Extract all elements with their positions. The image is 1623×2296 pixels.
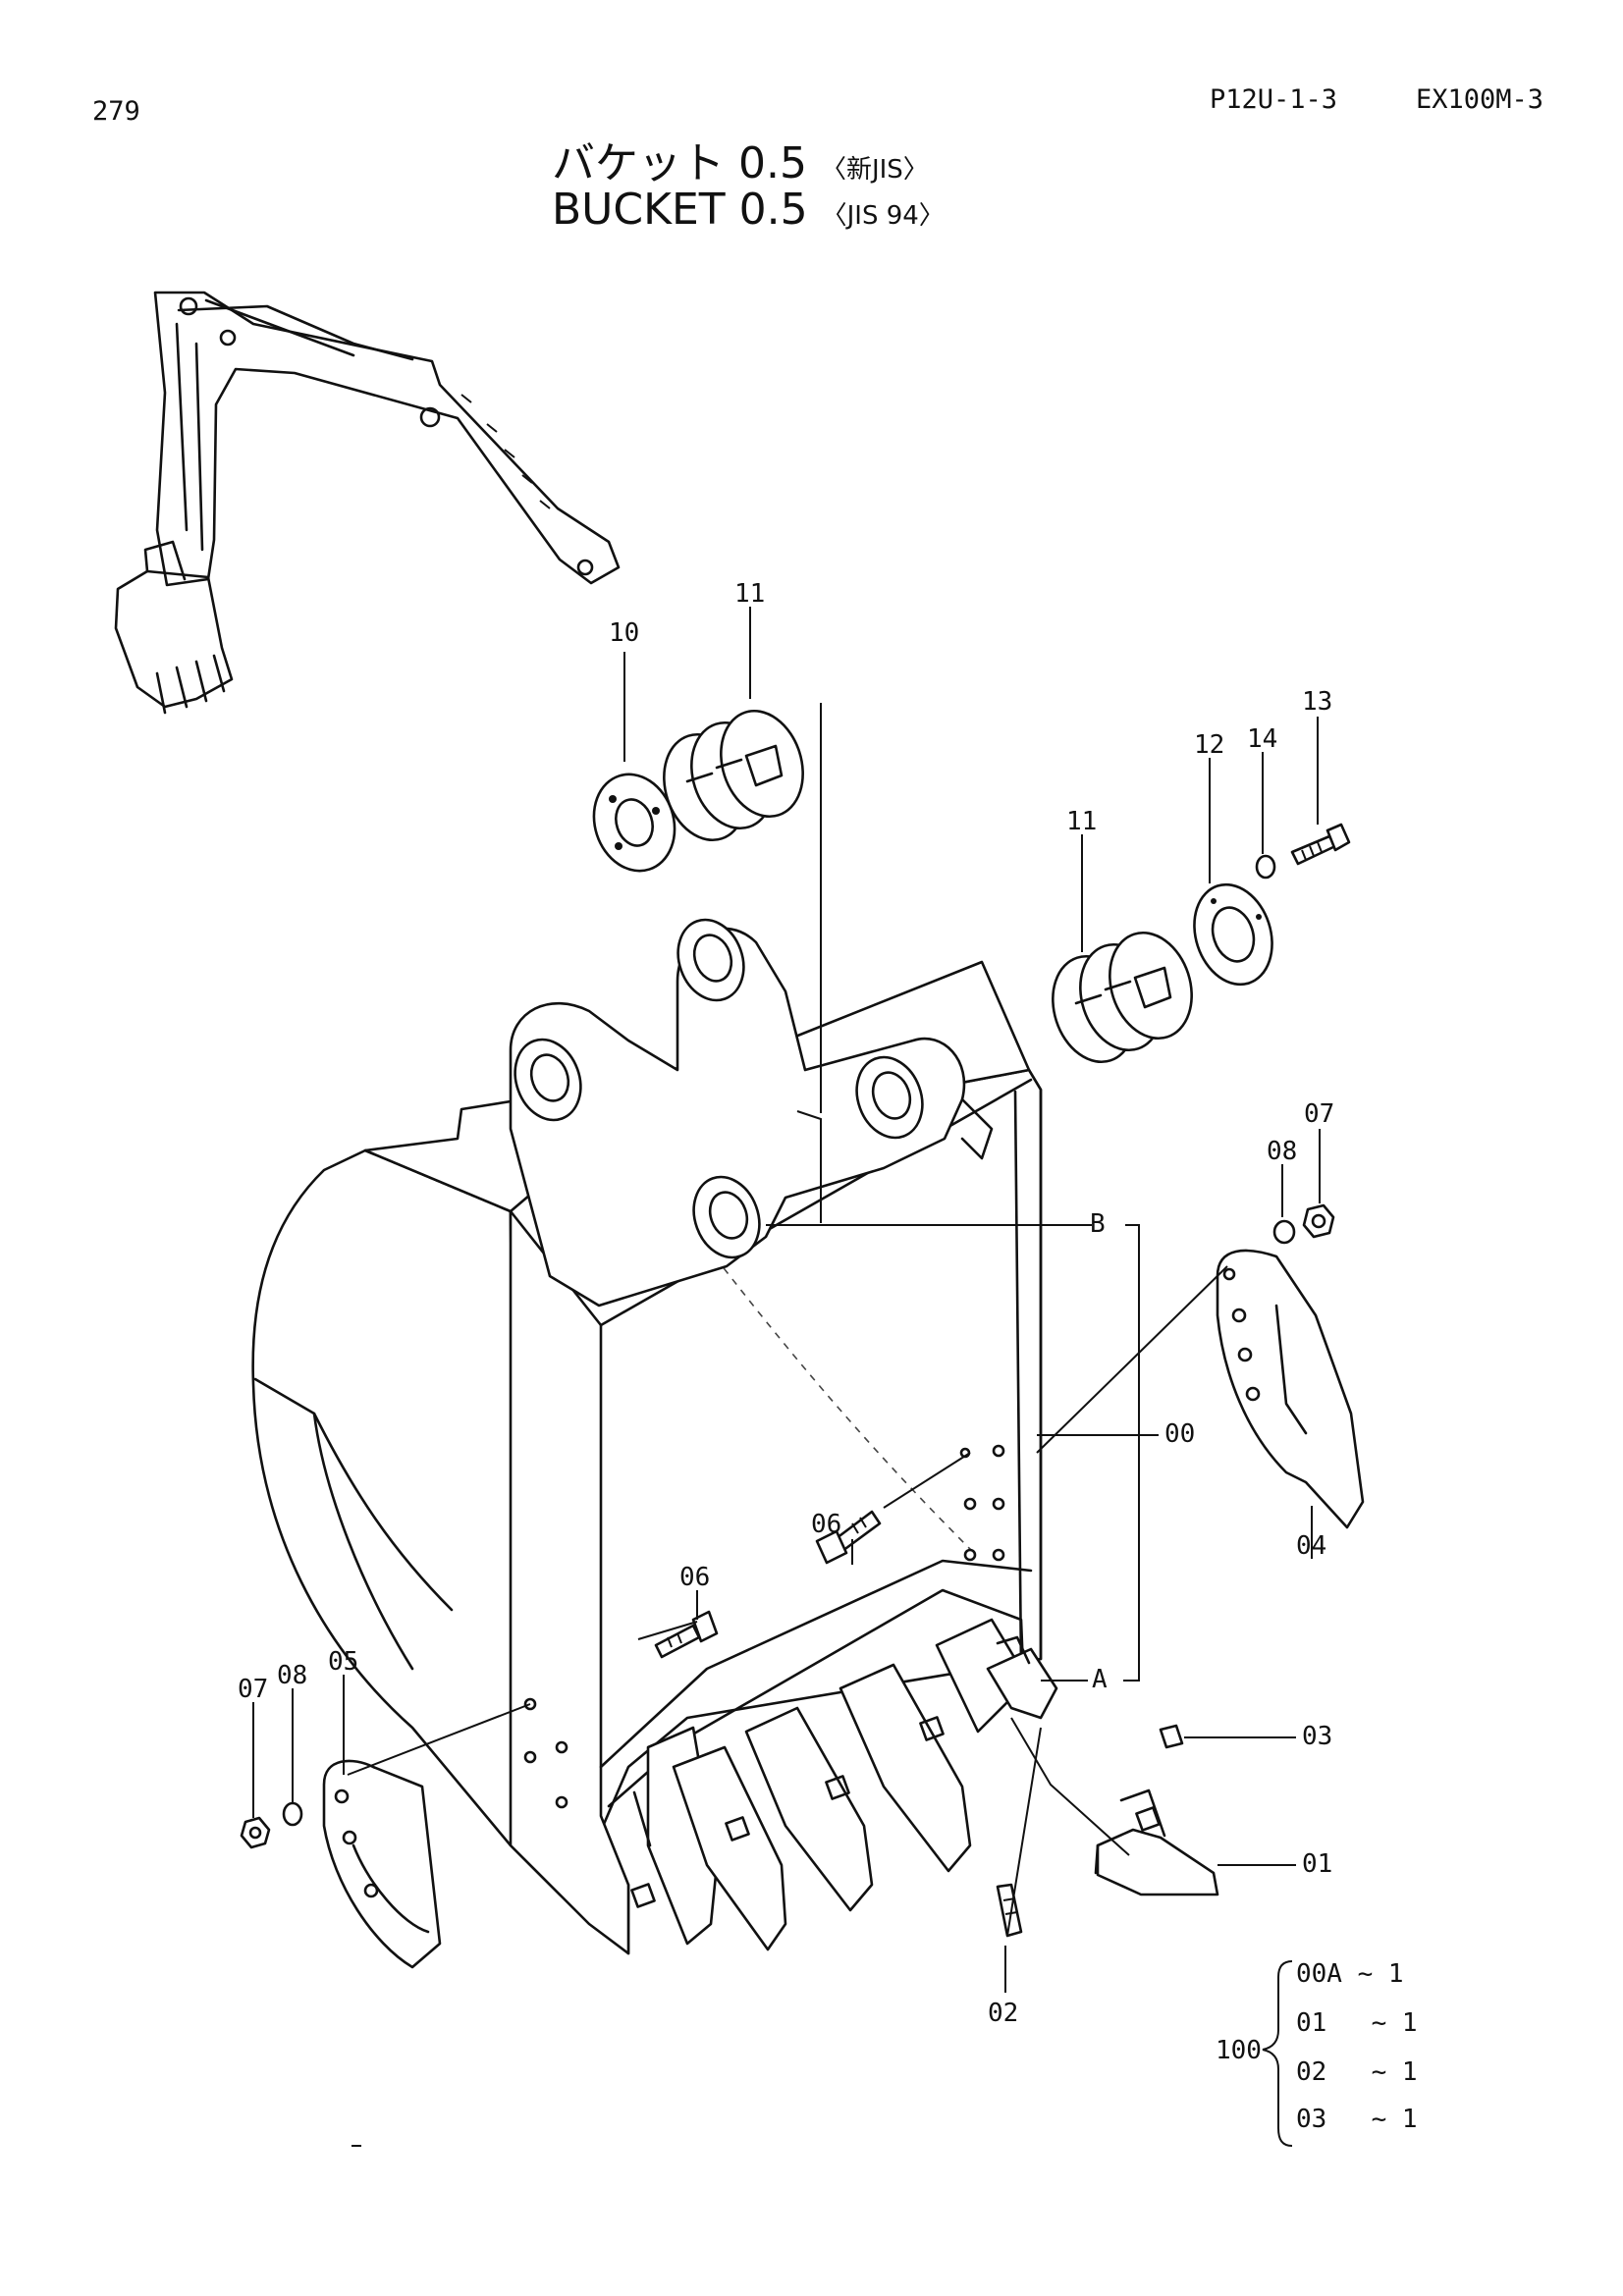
callout-04: 04	[1296, 1531, 1327, 1561]
assembly-row: 00A ~ 1	[1296, 1959, 1404, 1989]
part-07-nut-right	[1302, 1203, 1335, 1239]
callout-01: 01	[1302, 1849, 1333, 1879]
assembly-row: 03 ~ 1	[1296, 2105, 1418, 2134]
part-08-washer-left	[282, 1801, 303, 1827]
assembly-brace	[1262, 1960, 1293, 2147]
callout-13: 13	[1302, 687, 1333, 717]
callout-02: 02	[988, 1999, 1019, 2028]
callout-00: 00	[1164, 1419, 1196, 1449]
model-name: EX100M-3	[1416, 84, 1544, 115]
part-12-plate	[1193, 882, 1273, 987]
bucket-teeth	[630, 1618, 1058, 1951]
assembly-part: 02	[1296, 2057, 1327, 2087]
assembly-part: 03	[1296, 2105, 1327, 2134]
callout-11-upper: 11	[734, 579, 766, 609]
assembly-label: 100	[1216, 2036, 1262, 2065]
page-number: 279	[92, 96, 140, 127]
part-04-side-cutter-right	[1216, 1249, 1365, 1529]
assembly-qty: ~ 1	[1357, 1959, 1404, 1989]
callout-b: B	[1090, 1209, 1106, 1239]
part-06-bolt-lower	[654, 1610, 719, 1659]
part-13-bolt	[1290, 823, 1351, 866]
callout-06-lower: 06	[679, 1563, 711, 1592]
callout-03: 03	[1302, 1722, 1333, 1751]
callout-14: 14	[1247, 724, 1278, 754]
part-05-side-cutter-left	[322, 1759, 442, 1969]
title-english-sub: 〈JIS 94〉	[821, 201, 945, 231]
title-english: BUCKET 0.5 〈JIS 94〉	[552, 185, 945, 235]
excavator-arm-thumbnail	[114, 291, 621, 715]
assembly-row: 01 ~ 1	[1296, 2008, 1418, 2038]
assembly-part: 01	[1296, 2008, 1327, 2038]
title-japanese: バケット 0.5 〈新JIS〉	[552, 128, 929, 190]
assembly-part: 00A	[1296, 1959, 1342, 1989]
assembly-qty: ~ 1	[1371, 2057, 1418, 2087]
callout-08-right: 08	[1267, 1137, 1298, 1166]
title-english-main: BUCKET 0.5	[552, 185, 808, 235]
assembly-row: 02 ~ 1	[1296, 2057, 1418, 2087]
assembly-qty: ~ 1	[1371, 2105, 1418, 2134]
callout-06-upper: 06	[811, 1510, 842, 1539]
callout-08-left: 08	[277, 1661, 308, 1690]
callout-07-right: 07	[1304, 1099, 1335, 1129]
callout-12: 12	[1194, 730, 1225, 760]
part-14-washer	[1255, 854, 1276, 880]
callout-05: 05	[328, 1647, 359, 1677]
title-japanese-sub: 〈新JIS〉	[820, 155, 929, 185]
figure-code: P12U-1-3	[1210, 84, 1338, 115]
part-11-shims-upper	[663, 709, 804, 842]
title-japanese-main: バケット 0.5	[552, 138, 807, 188]
callout-11-lower: 11	[1066, 807, 1098, 836]
bucket-bracket-ears	[509, 918, 994, 1308]
part-01-tooth-point	[1094, 1789, 1219, 1896]
part-06-bolt-upper	[815, 1510, 882, 1565]
callout-10: 10	[609, 618, 640, 648]
part-03-lock	[1159, 1724, 1184, 1749]
callout-07-left: 07	[238, 1675, 269, 1704]
callout-a: A	[1092, 1665, 1108, 1694]
part-08-washer-right	[1272, 1219, 1296, 1245]
part-07-nut-left	[240, 1816, 271, 1849]
part-11-shims-lower	[1052, 931, 1193, 1064]
assembly-qty: ~ 1	[1371, 2008, 1418, 2038]
leader-lines	[252, 607, 1321, 1993]
